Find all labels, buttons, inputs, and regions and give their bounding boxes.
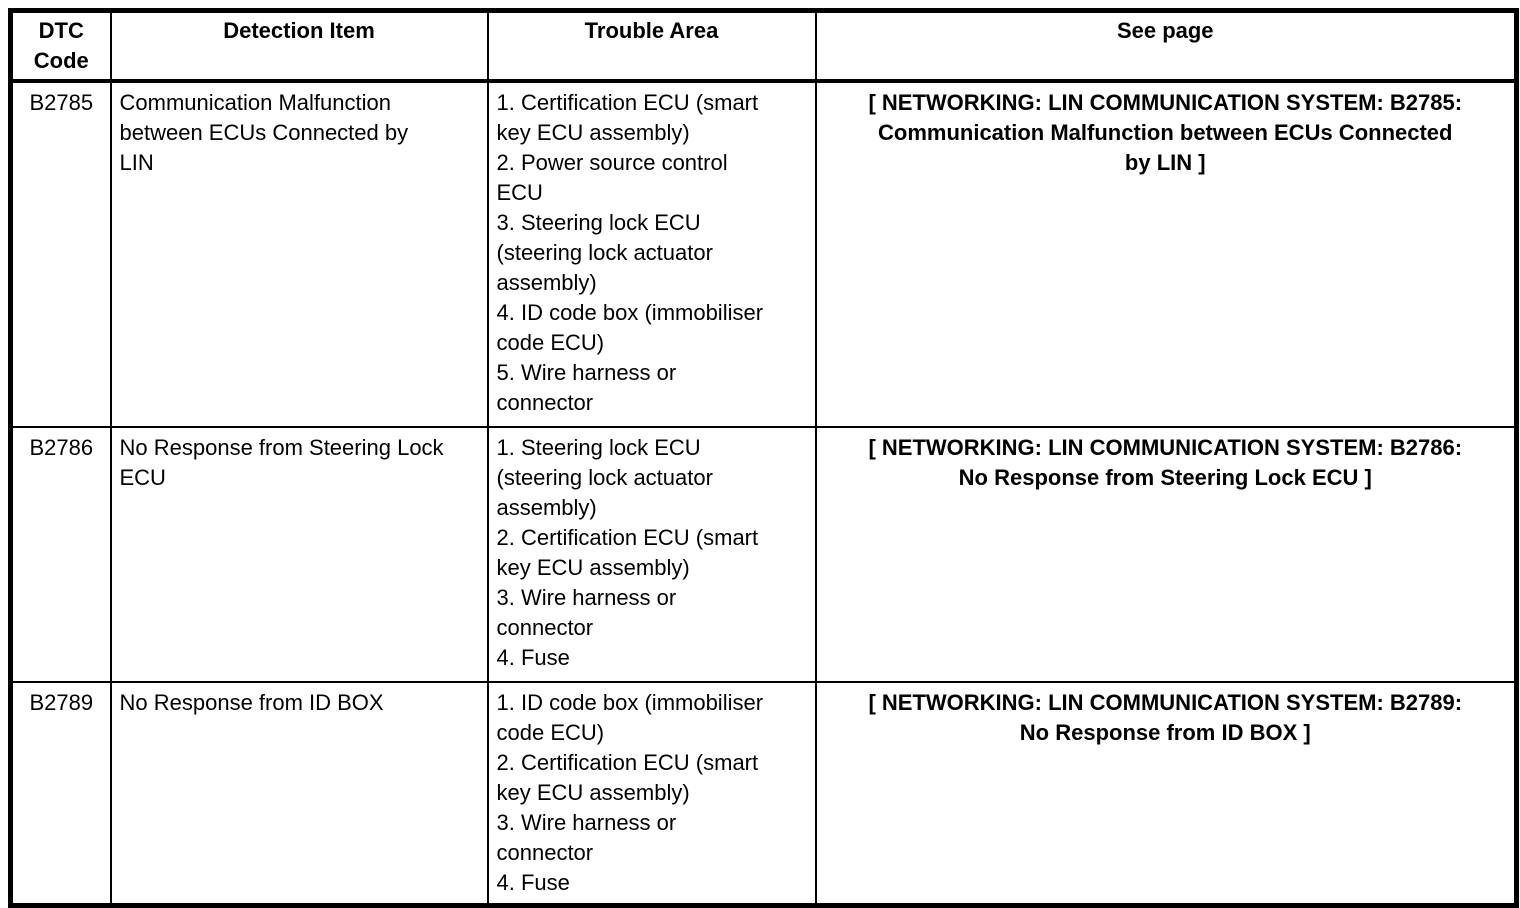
trouble-area-cell: 1. Steering lock ECU (steering lock actu…: [486, 426, 817, 683]
dtc-code-cell: B2789: [9, 681, 112, 907]
table-header: DTC Code Detection Item Trouble Area See…: [9, 9, 1518, 83]
see-page-cell: [ NETWORKING: LIN COMMUNICATION SYSTEM: …: [814, 80, 1518, 428]
table-body: B2785 Communication Malfunction between …: [9, 80, 1518, 907]
detection-item-cell: Communication Malfunction between ECUs C…: [109, 80, 489, 428]
trouble-area-cell: 1. ID code box (immobiliser code ECU) 2.…: [486, 681, 817, 907]
header-trouble-area: Trouble Area: [486, 9, 817, 83]
trouble-area-cell: 1. Certification ECU (smart key ECU asse…: [486, 80, 817, 428]
table-row-b2786: B2786 No Response from Steering Lock ECU…: [9, 426, 1518, 683]
detection-item-cell: No Response from Steering Lock ECU: [109, 426, 489, 683]
see-page-link[interactable]: [ NETWORKING: LIN COMMUNICATION SYSTEM: …: [868, 90, 1463, 175]
see-page-link[interactable]: [ NETWORKING: LIN COMMUNICATION SYSTEM: …: [868, 435, 1463, 490]
header-row: DTC Code Detection Item Trouble Area See…: [9, 9, 1518, 83]
header-see-page: See page: [814, 9, 1518, 83]
header-detection-item: Detection Item: [109, 9, 489, 83]
table-row-b2789: B2789 No Response from ID BOX 1. ID code…: [9, 681, 1518, 907]
dtc-code-table: DTC Code Detection Item Trouble Area See…: [8, 8, 1519, 908]
dtc-code-cell: B2785: [9, 80, 112, 428]
see-page-cell: [ NETWORKING: LIN COMMUNICATION SYSTEM: …: [814, 426, 1518, 683]
header-dtc-code: DTC Code: [9, 9, 112, 83]
see-page-link[interactable]: [ NETWORKING: LIN COMMUNICATION SYSTEM: …: [868, 690, 1463, 745]
see-page-cell: [ NETWORKING: LIN COMMUNICATION SYSTEM: …: [814, 681, 1518, 907]
dtc-code-cell: B2786: [9, 426, 112, 683]
detection-item-cell: No Response from ID BOX: [109, 681, 489, 907]
table-row-b2785: B2785 Communication Malfunction between …: [9, 80, 1518, 428]
